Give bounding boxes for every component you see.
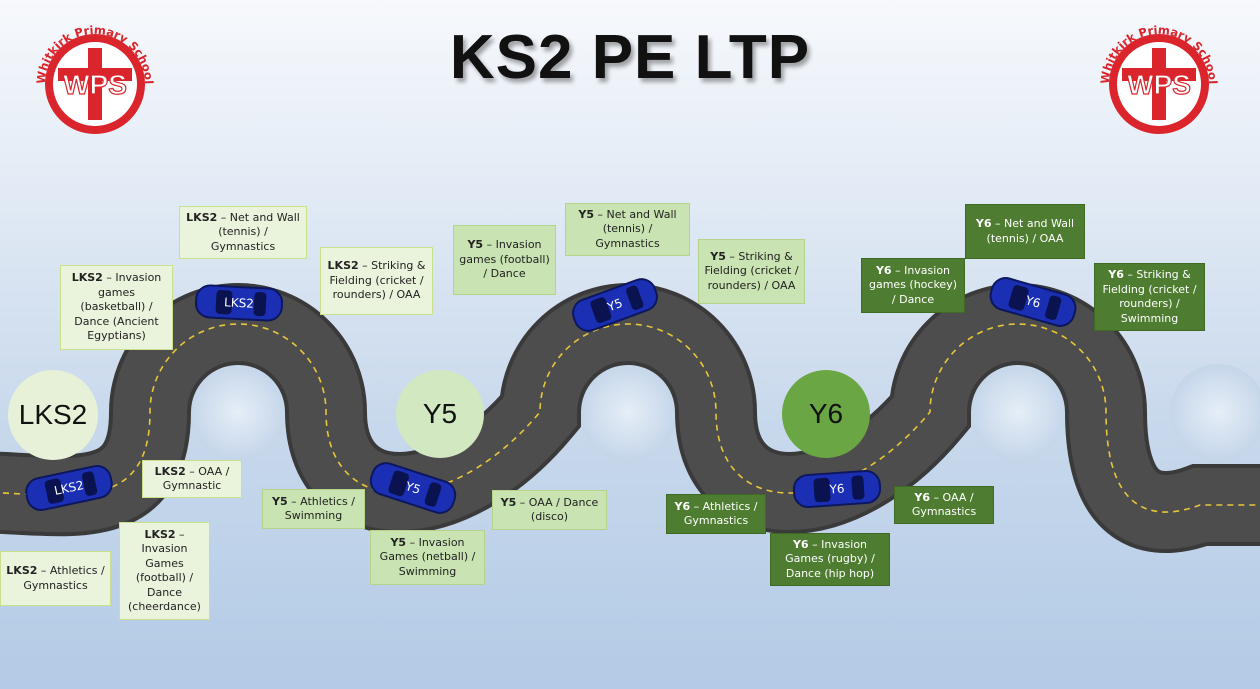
box-text: – OAA / Dance (disco) (519, 495, 599, 524)
road-holes (190, 364, 1260, 460)
box-lks2-net-wall: LKS2 – Net and Wall (tennis) / Gymnastic… (179, 206, 307, 259)
box-y5-invasion-netball: Y5 – Invasion Games (netball) / Swimming (370, 530, 485, 585)
box-lks2-striking-fielding: LKS2 – Striking & Fielding (cricket / ro… (320, 247, 433, 315)
school-logo-right: Whitkirk Primary School WPS (1098, 23, 1220, 134)
car-icon (989, 277, 1077, 327)
box-group: Y6 (792, 537, 809, 551)
box-y6-striking-fielding: Y6 – Striking & Fielding (cricket / roun… (1094, 263, 1205, 331)
box-y5-striking-fielding: Y5 – Striking & Fielding (cricket / roun… (698, 239, 805, 304)
box-group: Y5 (578, 207, 595, 221)
box-y6-net-wall: Y6 – Net and Wall (tennis) / OAA (965, 204, 1085, 259)
box-text: – Striking & Fielding (cricket / rounder… (1102, 268, 1197, 325)
box-group: Y6 (975, 217, 992, 230)
car-y5-bottom: Y5 (364, 455, 462, 521)
box-y6-invasion-hockey: Y6 – Invasion games (hockey) / Dance (861, 258, 965, 313)
box-group: LKS2 (154, 464, 186, 478)
box-y5-athletics: Y5 – Athletics / Swimming (262, 489, 365, 529)
lane-marking (0, 323, 1260, 513)
box-group: LKS2 (6, 564, 38, 577)
box-text: – Invasion Games (rugby) / Dance (hip ho… (785, 537, 875, 580)
box-group: Y5 (390, 535, 407, 549)
car-icon (572, 278, 658, 332)
box-group: LKS2 (186, 210, 218, 224)
box-y6-athletics: Y6 – Athletics / Gymnastics (666, 494, 766, 534)
box-text: – Athletics / Gymnastics (23, 564, 105, 592)
box-text: – Net and Wall (tennis) / Gymnastics (595, 207, 677, 250)
box-lks2-invasion-football: LKS2 – Invasion Games (football) / Dance… (119, 522, 210, 620)
car-icon (369, 462, 457, 514)
box-text: – Striking & Fielding (cricket / rounder… (329, 259, 426, 302)
box-group: Y5 (467, 238, 484, 252)
box-y5-oaa: Y5 – OAA / Dance (disco) (492, 490, 607, 530)
logo-letters: WPS (1127, 69, 1191, 100)
box-group: Y5 (500, 495, 517, 509)
car-y5-top: Y5 (566, 271, 664, 339)
box-group: Y6 (914, 490, 931, 504)
box-text: – OAA / Gymnastics (911, 490, 977, 519)
box-text: – Athletics / Swimming (284, 494, 355, 523)
box-group: Y6 (1108, 268, 1124, 281)
car-y6-top: Y6 (984, 270, 1082, 333)
box-group: LKS2 (144, 527, 176, 541)
school-logo-left: Whitkirk Primary School WPS (34, 23, 156, 134)
logo-letters: WPS (63, 69, 127, 100)
box-group: Y5 (272, 494, 288, 508)
car-lks2-top: LKS2 (193, 281, 285, 326)
stage-circle-lks2: LKS2 (8, 370, 98, 460)
box-lks2-invasion-basketball: LKS2 – Invasion games (basketball) / Dan… (60, 265, 173, 350)
box-lks2-oaa: LKS2 – OAA / Gymnastic (142, 460, 242, 498)
box-text: – Net and Wall (tennis) / Gymnastics (210, 210, 300, 253)
box-lks2-athletics: LKS2 – Athletics / Gymnastics (0, 551, 111, 606)
box-y5-invasion-football: Y5 – Invasion games (football) / Dance (453, 225, 556, 295)
car-y6-bottom: Y6 (791, 466, 884, 512)
car-lks2-bottom: LKS2 (21, 459, 117, 517)
box-group: LKS2 (327, 259, 359, 273)
box-text: – Invasion Games (football) / Dance (che… (128, 527, 201, 614)
box-group: Y5 (710, 249, 726, 263)
car-icon (792, 469, 882, 509)
stage-circle-y6: Y6 (782, 370, 870, 458)
box-group: Y6 (875, 263, 892, 277)
box-text: – Athletics / Gymnastics (683, 499, 758, 528)
box-y6-invasion-rugby: Y6 – Invasion Games (rugby) / Dance (hip… (770, 533, 890, 586)
box-text: – Invasion games (football) / Dance (459, 238, 550, 281)
car-icon (25, 465, 113, 511)
box-text: – Net and Wall (tennis) / OAA (986, 217, 1075, 245)
box-y5-net-wall: Y5 – Net and Wall (tennis) / Gymnastics (565, 203, 690, 256)
stage-circle-y5: Y5 (396, 370, 484, 458)
car-label: LKS2 (223, 295, 255, 311)
box-text: – Striking & Fielding (cricket / rounder… (704, 249, 799, 292)
box-y6-oaa: Y6 – OAA / Gymnastics (894, 486, 994, 524)
page-title: KS2 PE LTP (449, 23, 811, 92)
box-text: – Invasion games (basketball) / Dance (A… (74, 271, 162, 343)
box-text: – Invasion Games (netball) / Swimming (379, 535, 476, 578)
box-text: – OAA / Gymnastic (162, 464, 230, 493)
car-icon (194, 284, 284, 322)
car-label: Y6 (829, 481, 845, 497)
box-group: Y6 (674, 499, 691, 513)
box-group: LKS2 (71, 271, 103, 285)
box-text: – Invasion games (hockey) / Dance (868, 263, 958, 306)
